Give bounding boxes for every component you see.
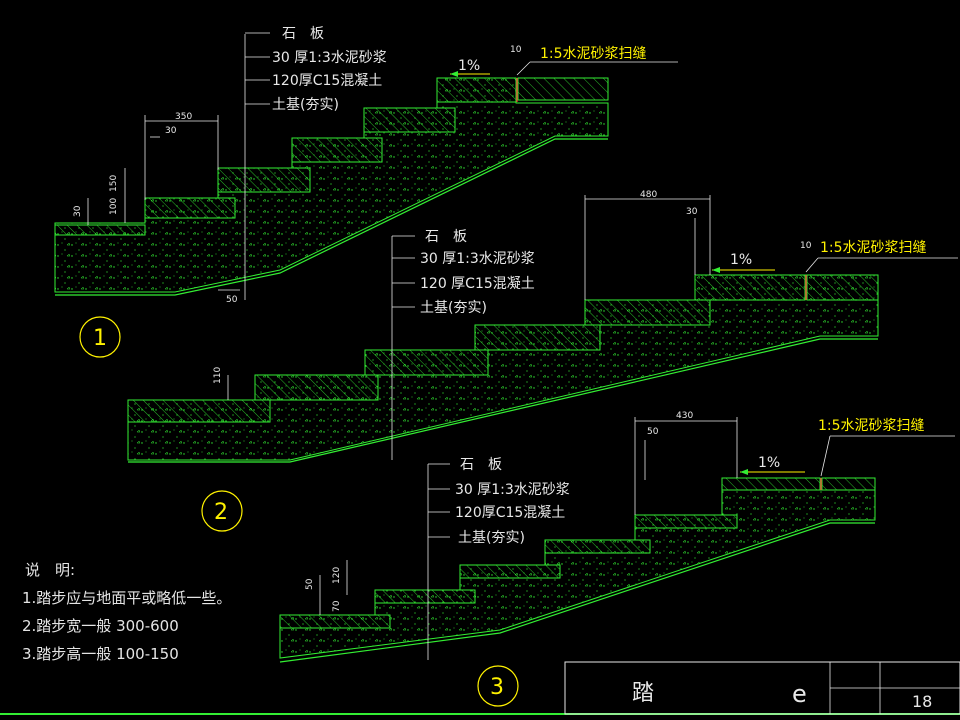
detail-1-label-mortar: 30 厚1:3水泥砂浆 [272, 50, 387, 66]
detail-2-joint-label: 1:5水泥砂浆扫缝 [820, 240, 927, 256]
notes-item-2: 2.踏步宽一般 300-600 [22, 617, 179, 635]
detail-3-label-soil: 土基(夯实) [458, 529, 525, 546]
detail-1-ground-slab [54, 224, 146, 236]
detail-1-joint-label: 1:5水泥砂浆扫缝 [540, 46, 647, 62]
detail-3-tread-2 [459, 564, 561, 579]
detail-2-label-soil: 土基(夯实) [420, 299, 487, 316]
detail-1-tread-3 [291, 137, 383, 163]
detail-2-top-slab [806, 274, 879, 301]
detail-1-dim-100: 100 [109, 198, 119, 215]
detail-3: 石 板 30 厚1:3水泥砂浆 120厚C15混凝土 土基(夯实) 1% 1:5… [279, 411, 955, 707]
notes-item-1: 1.踏步应与地面平或略低一些。 [22, 589, 231, 607]
detail-1-dim-width: 350 [175, 112, 192, 122]
detail-1-label-concrete: 120厚C15混凝土 [272, 73, 382, 89]
detail-2-tread-5 [694, 274, 806, 301]
detail-2-dim-10: 10 [800, 241, 812, 251]
detail-3-concrete-base [279, 489, 876, 659]
detail-2-label-mortar: 30 厚1:3水泥砂浆 [420, 251, 535, 267]
detail-1-slope-arrow [450, 71, 458, 77]
detail-3-dim-70: 70 [332, 600, 342, 612]
detail-2: 石 板 30 厚1:3水泥砂浆 120 厚C15混凝土 土基(夯实) 1% 1:… [127, 190, 958, 532]
detail-1-number-circle [79, 316, 121, 358]
detail-1-label-soil: 土基(夯实) [272, 96, 339, 113]
detail-1-dim-150: 150 [109, 175, 119, 192]
detail-1-dim-10: 10 [510, 45, 522, 55]
detail-2-tread-2 [364, 349, 489, 376]
title-block-mark: e [792, 680, 807, 708]
notes-item-3: 3.踏步高一般 100-150 [22, 645, 179, 663]
title-block: 踏 e 18 [0, 661, 960, 715]
detail-3-label-concrete: 120厚C15混凝土 [455, 505, 565, 521]
detail-3-top-slab [821, 477, 876, 491]
detail-1-dim-30b: 30 [73, 205, 83, 217]
detail-3-ground-slab [279, 614, 391, 629]
detail-3-slope-arrow [740, 469, 748, 475]
notes: 说 明: 1.踏步应与地面平或略低一些。 2.踏步宽一般 300-600 3.踏… [22, 561, 231, 663]
detail-1-tread-2 [217, 167, 311, 193]
detail-2-number-circle [201, 490, 243, 532]
detail-2-dim-30: 30 [686, 207, 698, 217]
detail-1: 石 板 30 厚1:3水泥砂浆 120厚C15混凝土 土基(夯实) 1% 1:5… [54, 26, 678, 358]
detail-2-slope-arrow [712, 267, 720, 273]
detail-3-label-mortar: 30 厚1:3水泥砂浆 [455, 482, 570, 498]
detail-1-tread-4 [363, 107, 456, 133]
detail-2-dim-110: 110 [213, 367, 223, 384]
detail-2-label-stone: 石 板 [425, 229, 467, 245]
detail-3-tread-1 [374, 589, 476, 604]
detail-3-label-stone: 石 板 [460, 457, 502, 473]
title-block-name: 踏 [632, 681, 654, 706]
detail-2-soil-line [128, 338, 878, 463]
sheet-number: 18 [912, 692, 932, 711]
detail-2-slope: 1% [730, 252, 752, 268]
detail-3-tread-5 [721, 477, 821, 491]
detail-2-tread-3 [474, 324, 601, 351]
detail-1-label-stone: 石 板 [282, 26, 324, 42]
detail-3-number: 3 [490, 675, 504, 700]
detail-3-dim-120: 120 [332, 567, 342, 584]
detail-1-soil-line [55, 138, 608, 296]
detail-3-tread-3 [544, 539, 651, 554]
detail-2-label-concrete: 120 厚C15混凝土 [420, 276, 535, 292]
detail-2-dim-width: 480 [640, 190, 657, 200]
detail-3-tread-4 [634, 514, 738, 529]
detail-1-tread-1 [144, 197, 236, 219]
detail-1-top-slab [517, 77, 609, 101]
detail-1-dim-50: 50 [226, 295, 238, 305]
detail-3-dim-50b: 50 [305, 578, 315, 590]
detail-1-tread-5 [436, 77, 517, 103]
detail-3-soil-line [279, 522, 875, 663]
detail-3-dim-50: 50 [647, 427, 659, 437]
detail-3-number-circle [477, 665, 519, 707]
notes-title: 说 明: [25, 561, 75, 579]
detail-1-number: 1 [93, 326, 107, 351]
detail-3-slope: 1% [758, 455, 780, 471]
detail-3-dim-width: 430 [676, 411, 693, 421]
detail-2-tread-1 [254, 374, 379, 401]
detail-2-number: 2 [214, 500, 228, 525]
detail-3-joint-label: 1:5水泥砂浆扫缝 [818, 418, 925, 434]
detail-2-concrete-base [127, 274, 879, 461]
detail-2-tread-4 [584, 299, 711, 326]
detail-2-ground-slab [127, 399, 271, 423]
detail-1-slope: 1% [458, 58, 480, 74]
detail-1-dim-30: 30 [165, 126, 177, 136]
